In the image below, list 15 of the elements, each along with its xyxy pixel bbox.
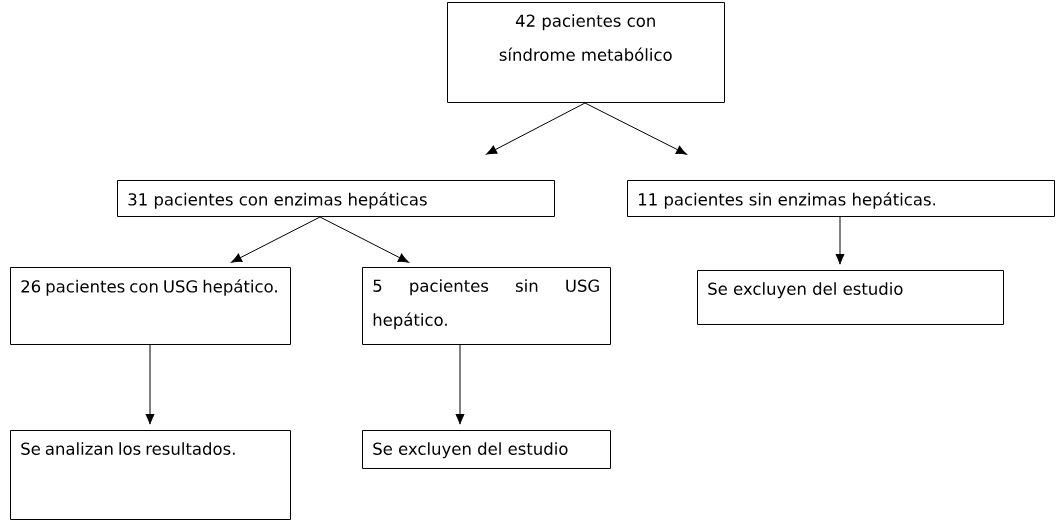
process-box: Se excluyen del estudio [697, 270, 1004, 325]
process-box: 11 pacientes sin enzimas hepáticas. [627, 180, 1055, 217]
arrow [486, 102, 586, 155]
process-box: Se analizan los resultados. [10, 430, 291, 520]
arrow [584, 102, 687, 155]
arrow [319, 216, 409, 263]
process-box: 26 pacientes con USG hepático. [10, 267, 291, 345]
process-box: Se excluyen del estudio [362, 430, 611, 469]
process-box: 42 pacientes con síndrome metabólico [447, 2, 725, 103]
arrow [145, 344, 155, 425]
process-box: 5 pacientes sin USG hepático. [362, 267, 611, 345]
arrow [455, 344, 465, 425]
arrow [231, 216, 321, 263]
arrow [835, 216, 845, 265]
process-box: 31 pacientes con enzimas hepáticas [117, 180, 555, 217]
